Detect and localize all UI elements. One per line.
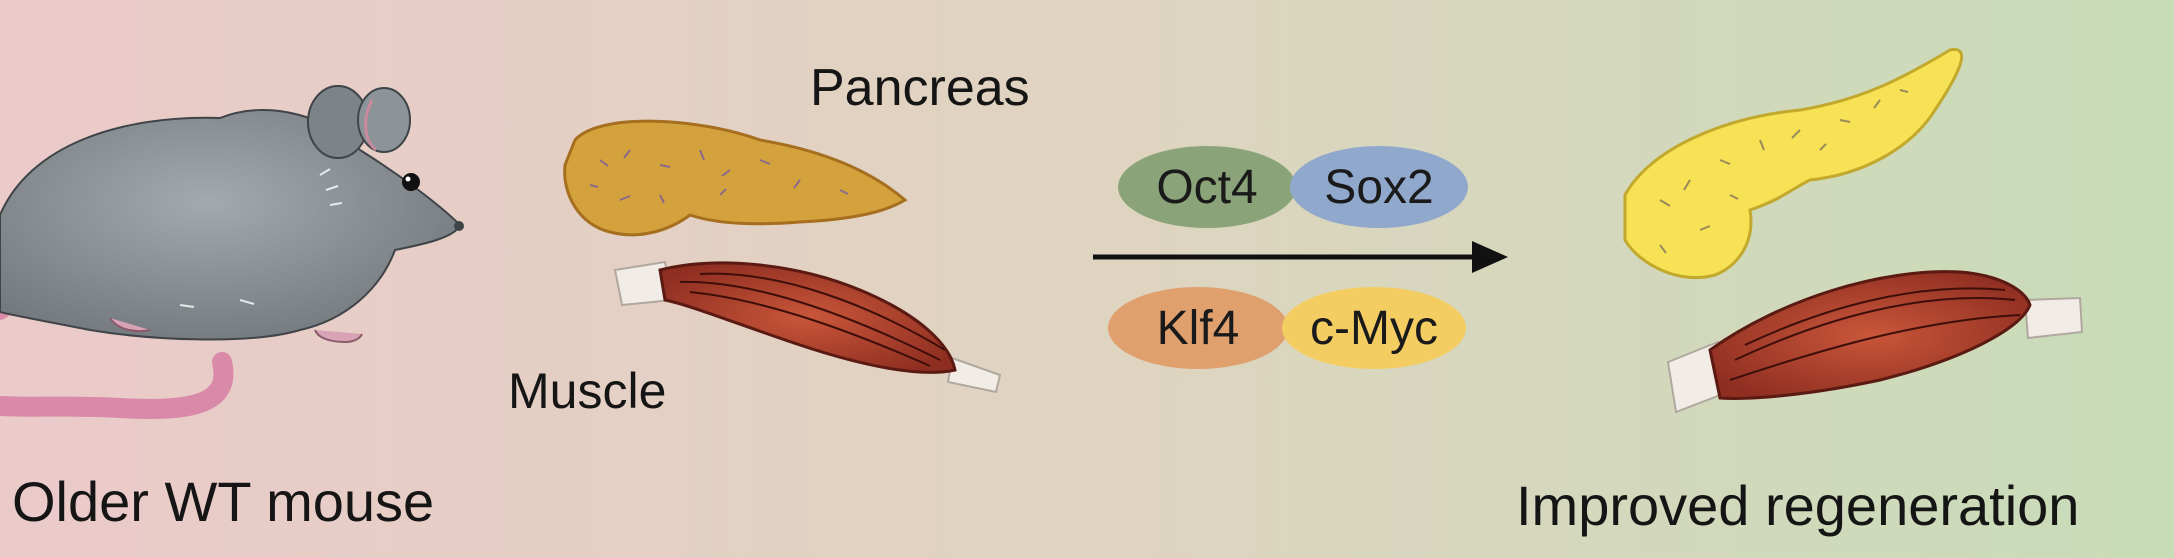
mouse-hind-paw (109, 317, 151, 333)
muscle-before-fibers (679, 272, 946, 367)
muscle-after-fibers (1729, 287, 2021, 381)
improved-regeneration-label: Improved regeneration (1516, 474, 2080, 537)
mouse-tail (0, 352, 234, 419)
muscle-after-belly (1708, 270, 2032, 400)
mouse-eye-highlight (405, 176, 411, 182)
factor-klf4: Klf4 (1108, 287, 1288, 369)
muscle-before-tendon-right (946, 356, 1002, 394)
pancreas-before-texture (589, 149, 849, 204)
muscle-after-tendon-right (2023, 296, 2084, 340)
mouse-fur-strokes (179, 168, 343, 308)
pancreas-before-shape (563, 119, 908, 237)
factor-sox2: Sox2 (1290, 146, 1468, 228)
muscle-after-illustration (1666, 270, 2084, 414)
pancreas-after-illustration (1623, 48, 1964, 280)
pancreas-after-shape (1623, 48, 1964, 280)
pancreas-label: Pancreas (810, 59, 1030, 117)
pancreas-before-illustration (563, 119, 908, 237)
mouse-front-paw (314, 329, 363, 344)
mouse-illustration (0, 85, 464, 419)
mouse-ear-inner (364, 99, 378, 152)
factor-c-myc: c-Myc (1282, 287, 1466, 369)
mouse-body (0, 109, 462, 341)
older-wt-mouse-label: Older WT mouse (12, 470, 435, 533)
mouse-nose (454, 221, 464, 231)
mouse-eye (402, 173, 420, 191)
muscle-before-illustration (613, 260, 1002, 394)
factor-oct4: Oct4 (1118, 146, 1296, 228)
muscle-label: Muscle (508, 363, 667, 419)
pancreas-after-texture (1659, 89, 1909, 254)
reprogramming-arrow (1093, 241, 1508, 273)
